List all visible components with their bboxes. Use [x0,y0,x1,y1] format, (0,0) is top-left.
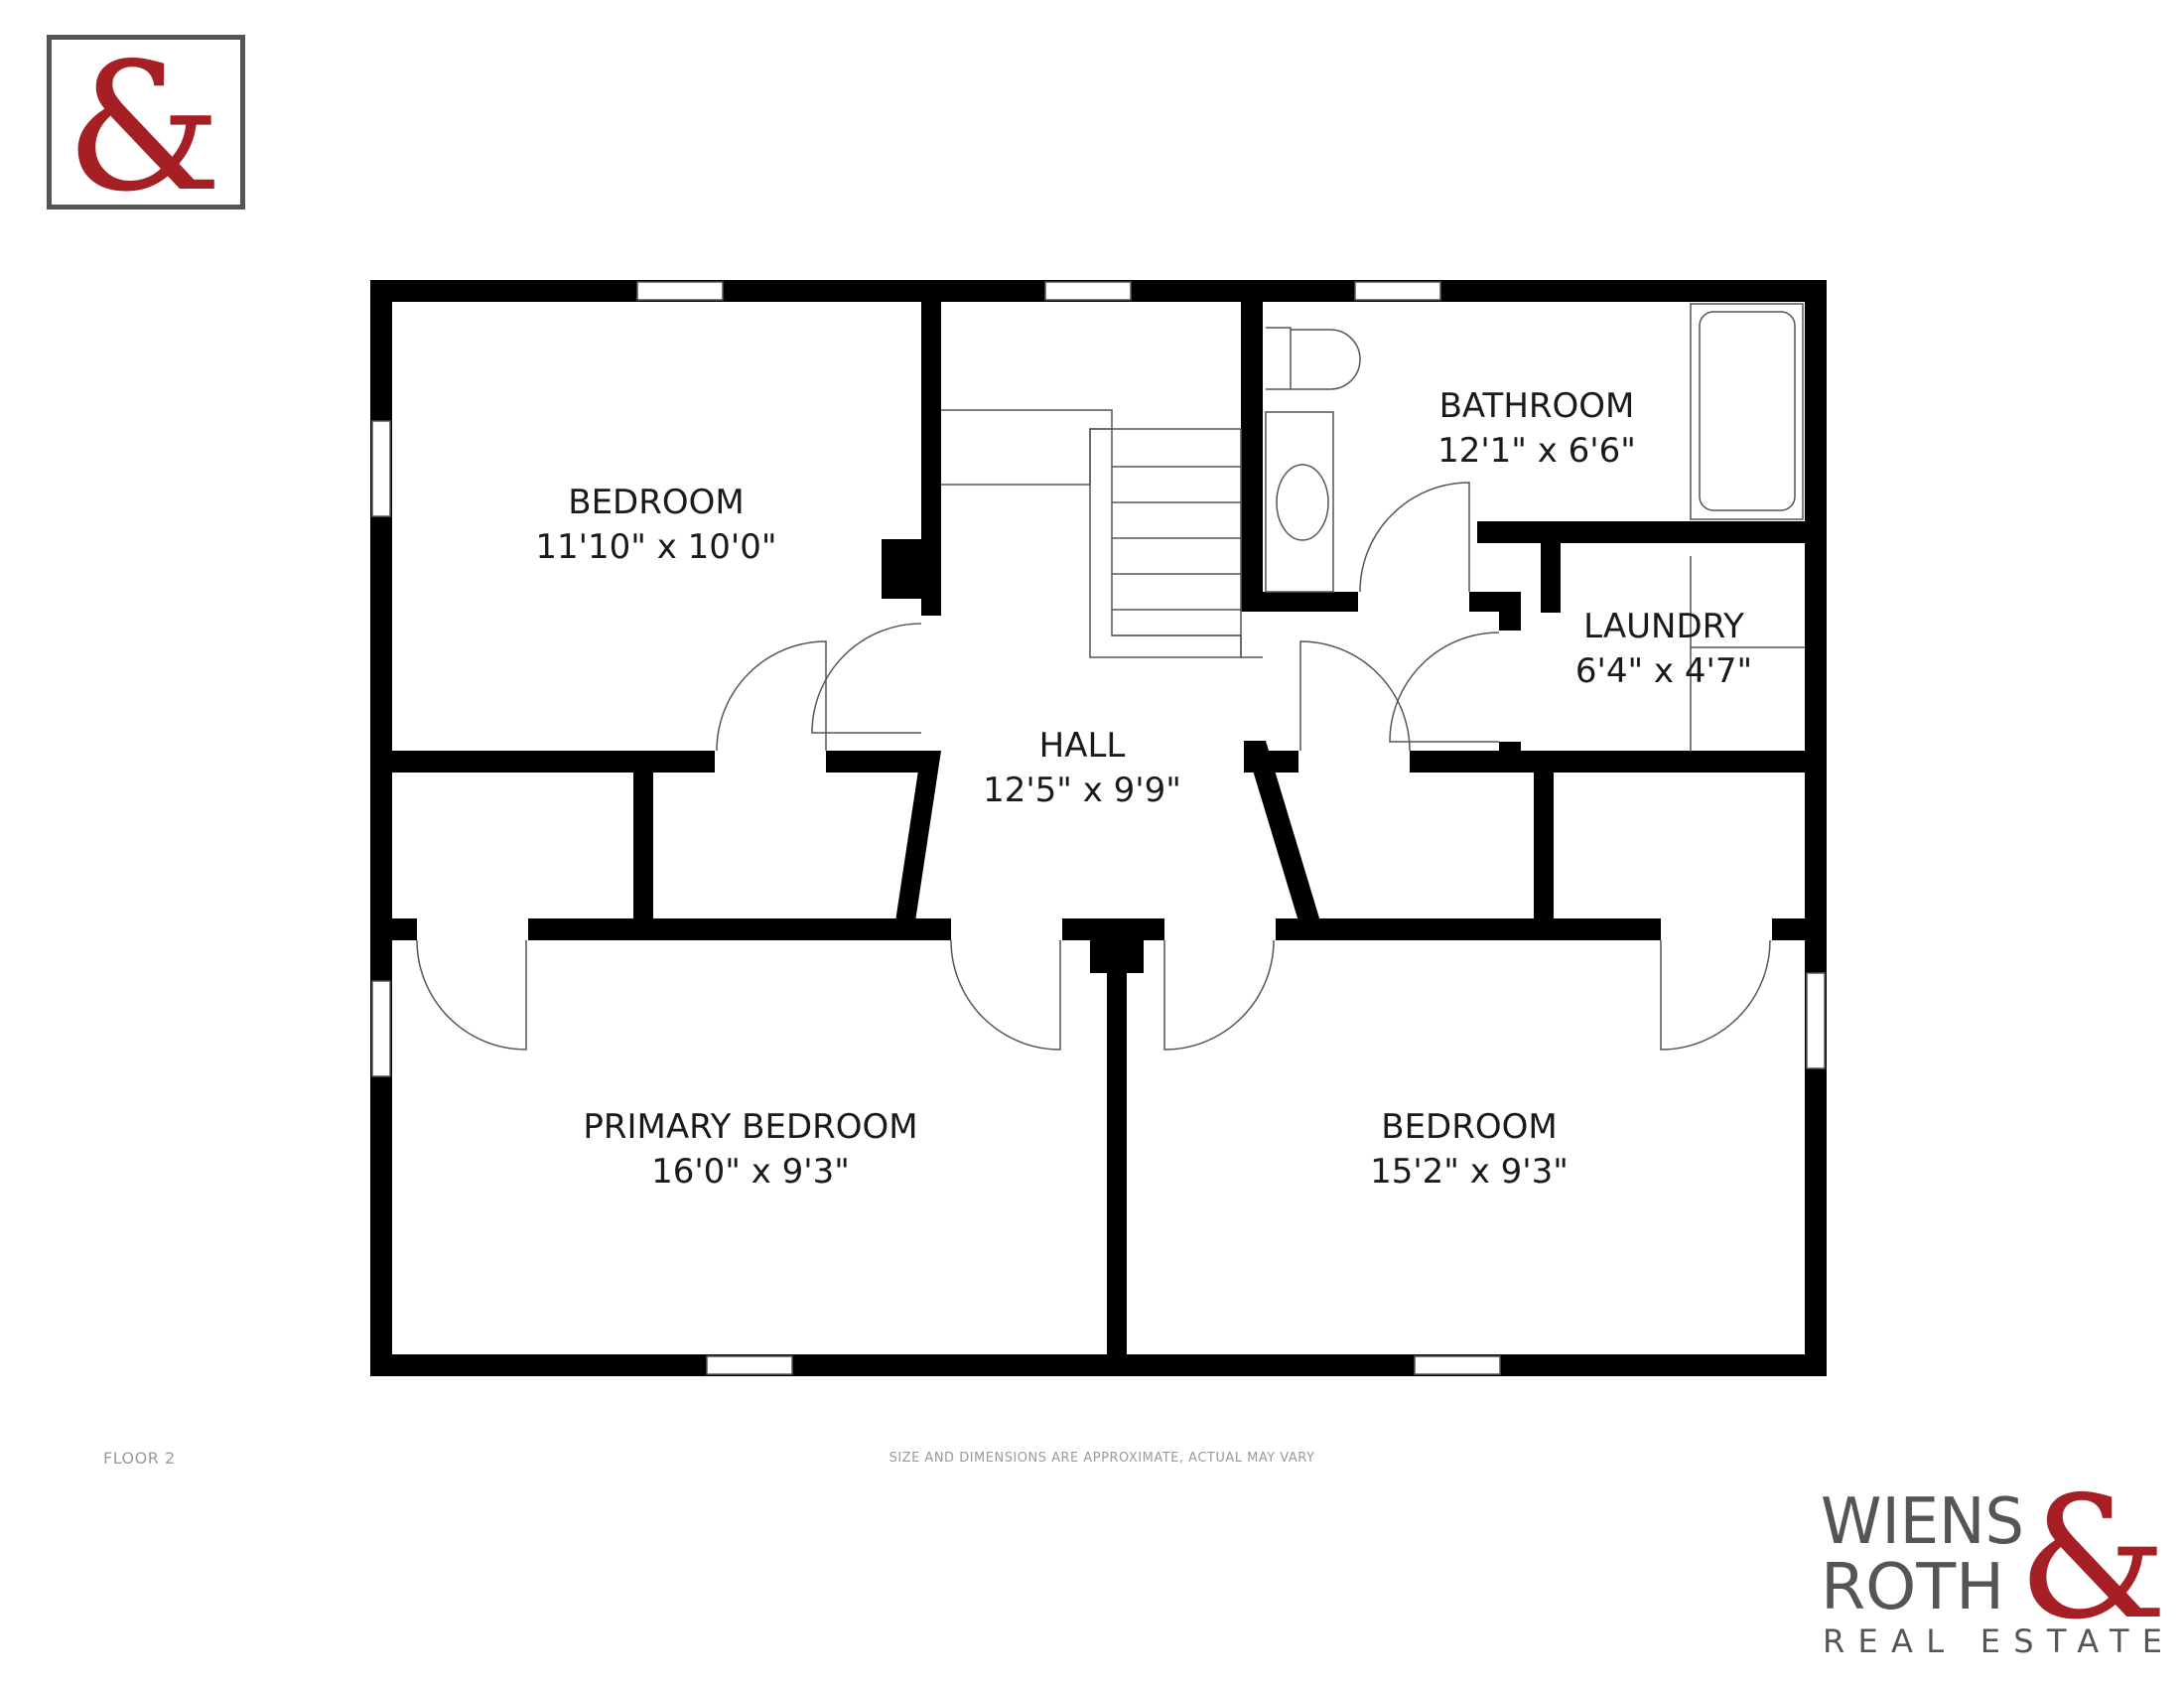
wall-hall-angle-right [1244,741,1320,921]
door-primary [950,939,1061,1051]
window-bedroom1-top [636,281,724,301]
brand-logo: WIENS ROTH & REAL ESTATE [1821,1477,2168,1656]
wall-bedroom-divider-cap [1090,933,1144,973]
window-hall-top [1044,281,1132,301]
vanity [1265,411,1334,593]
floor-label: FLOOR 2 [103,1449,176,1468]
door-bathroom [1359,482,1470,593]
room-dims-bathroom: 12'1" x 6'6" [1437,431,1636,471]
wall-hall-angle-left [895,751,941,921]
wall-closet-top-left [392,751,923,773]
opening-hall-closet [921,624,941,733]
door-bedroom3 [1163,939,1275,1051]
wall-bedroom-divider [1107,921,1127,1376]
wall-bedroom1-right [921,302,941,616]
opening-bedroom3-closet [1661,918,1772,940]
room-dims-hall: 12'5" x 9'9" [983,771,1181,810]
wall-chimney [882,539,921,599]
disclaimer-text: SIZE AND DIMENSIONS ARE APPROXIMATE, ACT… [888,1451,1315,1466]
stairs-lower [1111,429,1263,658]
door-hall-closet [811,623,922,734]
door-primary-closet [416,939,527,1051]
windows [371,281,1826,1375]
toilet-icon [1266,327,1361,390]
room-name-primary-bedroom: PRIMARY BEDROOM [583,1107,917,1147]
room-labels: BEDROOM 11'10" x 10'0" HALL 12'5" x 9'9"… [535,386,1752,1192]
window-primary-left [371,980,391,1077]
door-openings [417,592,1772,940]
sink-icon [1276,464,1329,541]
wall-bath-laundry [1477,521,1805,543]
fixtures [941,303,1805,752]
window-bedroom1-left [371,420,391,517]
opening-laundry [1499,631,1521,742]
window-bath-top [1354,281,1441,301]
door-right-closet [1299,640,1411,752]
room-name-hall: HALL [1039,726,1126,766]
bathtub-inner [1699,311,1796,511]
wall-exterior-left [370,280,392,1376]
opening-primary-closet [417,918,528,940]
wall-closet-divider-right [1534,773,1554,921]
window-primary-bottom [706,1355,793,1375]
brand-ampersand-icon: & [2017,1477,2167,1656]
wall-laundry-left [1541,521,1561,613]
room-name-bedroom-1: BEDROOM [568,483,744,522]
room-dims-laundry: 6'4" x 4'7" [1575,651,1752,691]
door-bedroom1 [716,640,827,752]
brand-line-1: WIENS [1821,1485,2024,1559]
room-name-bathroom: BATHROOM [1439,386,1635,426]
wall-exterior-bottom [370,1354,1827,1376]
opening-right-closet [1298,751,1410,773]
room-name-bedroom-3: BEDROOM [1381,1107,1557,1147]
wall-hall-stub [1244,741,1266,773]
room-dims-primary-bedroom: 16'0" x 9'3" [651,1152,850,1192]
door-bedroom3-closet [1660,939,1771,1051]
ampersand-logo-icon: & [66,25,222,230]
room-name-laundry: LAUNDRY [1583,607,1744,646]
wall-closet-divider-left [633,773,653,921]
bathtub [1690,303,1804,520]
opening-bedroom1 [715,751,826,773]
stairs-treads [1112,466,1241,636]
opening-bedroom3 [1164,918,1276,940]
wall-exterior-right [1805,280,1827,1376]
stairs-run [1089,428,1242,658]
room-dims-bedroom-3: 15'2" x 9'3" [1370,1152,1569,1192]
stairs-landing [941,409,1113,486]
opening-primary [951,918,1062,940]
logo-glyph: & [66,40,222,205]
brand-line-3: REAL ESTATE [1823,1622,2162,1656]
wall-bathroom-left [1241,302,1263,612]
laundry-shelf [1690,556,1805,752]
room-dims-bedroom-1: 11'10" x 10'0" [535,527,776,567]
window-bedroom3-right [1806,972,1826,1069]
opening-bathroom [1358,592,1469,612]
brand-line-2: ROTH [1821,1551,2004,1624]
window-bedroom3-bottom [1414,1355,1501,1375]
door-swings [416,482,1771,1051]
brand-logo-box: & [47,25,245,230]
door-laundry [1389,632,1500,743]
